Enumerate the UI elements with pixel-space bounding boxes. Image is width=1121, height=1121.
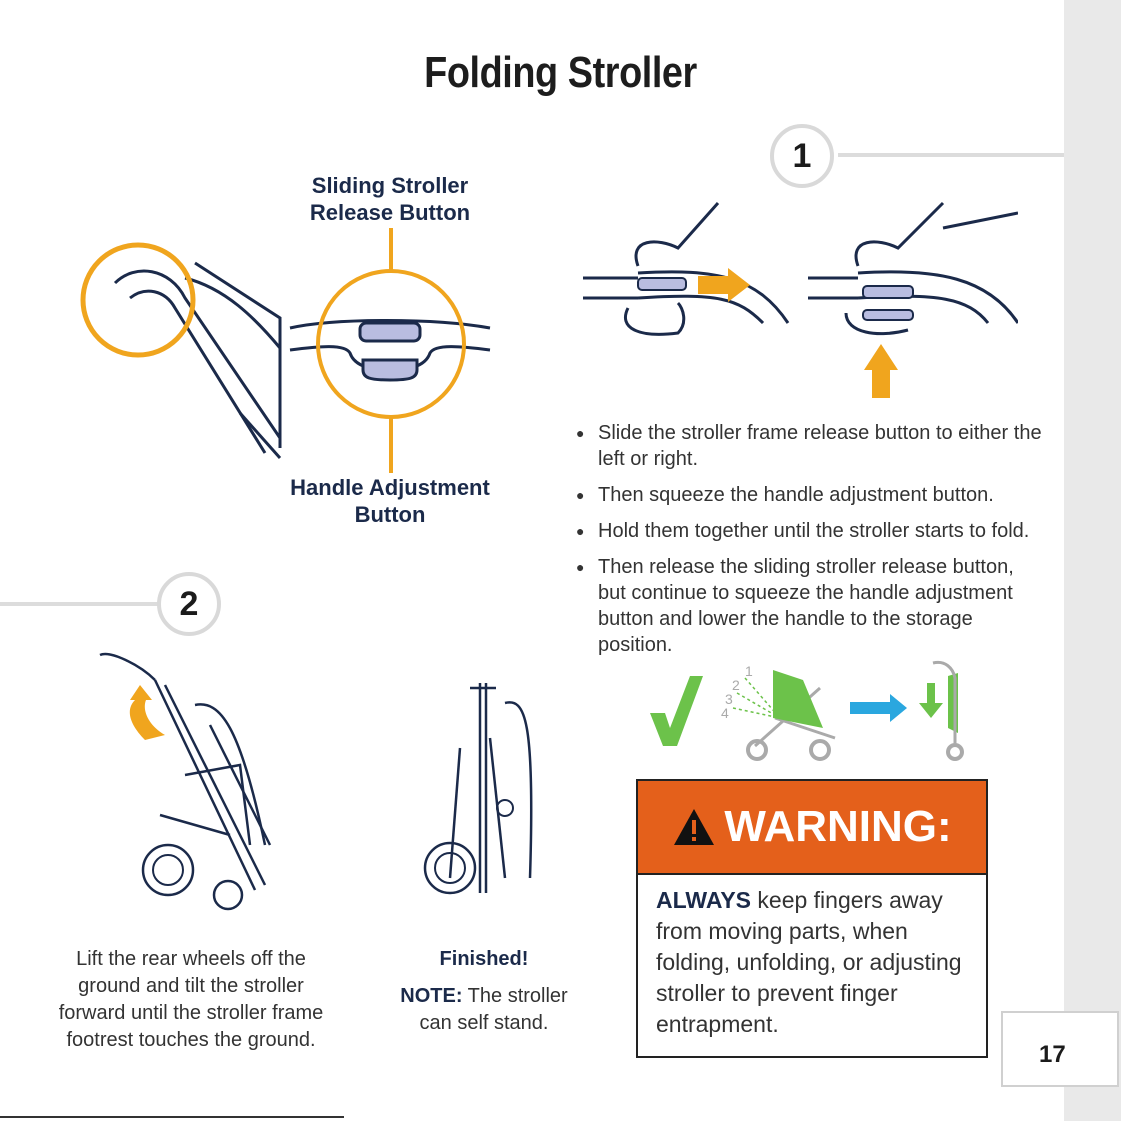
page-sidebar bbox=[1064, 0, 1121, 1121]
warning-body: ALWAYS keep fingers away from moving par… bbox=[638, 875, 986, 1050]
instruction-list: Slide the stroller frame release button … bbox=[576, 420, 1046, 668]
release-button-label: Sliding Stroller Release Button bbox=[290, 172, 490, 226]
down-arrow-icon bbox=[919, 683, 943, 718]
finished-label: Finished! bbox=[395, 946, 573, 973]
check-icon bbox=[650, 676, 703, 746]
fold-positions-illustration: 1 2 3 4 bbox=[645, 658, 975, 768]
step-1-badge: 1 bbox=[770, 124, 834, 188]
warning-always: ALWAYS bbox=[656, 887, 751, 913]
step-2-badge: 2 bbox=[157, 572, 221, 636]
page-title: Folding Stroller bbox=[78, 48, 1042, 98]
instruction-item-1: Slide the stroller frame release button … bbox=[576, 420, 1046, 472]
position-mark-2: 2 bbox=[732, 677, 740, 693]
handle-closeup-illustration bbox=[75, 228, 505, 528]
hands-squeeze-illustration bbox=[578, 198, 1018, 408]
right-arrow-icon bbox=[850, 694, 907, 722]
folded-stroller-illustration bbox=[410, 678, 550, 918]
note-label: NOTE: bbox=[400, 985, 462, 1007]
warning-box: WARNING: ALWAYS keep fingers away from m… bbox=[636, 779, 988, 1058]
warning-header: WARNING: bbox=[638, 781, 986, 875]
instruction-item-2: Then squeeze the handle adjustment butto… bbox=[576, 482, 1046, 508]
finished-caption: Finished! NOTE: The stroller can self st… bbox=[395, 946, 573, 1037]
warning-triangle-icon bbox=[672, 807, 716, 847]
instruction-item-4: Then release the sliding stroller releas… bbox=[576, 554, 1046, 658]
lift-caption: Lift the rear wheels off the ground and … bbox=[55, 946, 327, 1054]
warning-title: WARNING: bbox=[724, 802, 951, 852]
release-label-line1: Sliding Stroller bbox=[290, 172, 490, 199]
note-text: NOTE: The stroller can self stand. bbox=[395, 983, 573, 1037]
position-mark-1: 1 bbox=[745, 663, 753, 679]
bottom-rule bbox=[0, 1116, 344, 1118]
page-number: 17 bbox=[1001, 1011, 1119, 1087]
tilt-stroller-illustration bbox=[90, 645, 330, 915]
position-mark-4: 4 bbox=[721, 705, 729, 721]
release-label-line2: Release Button bbox=[290, 199, 490, 226]
step-2-line bbox=[0, 602, 160, 606]
step-1-line bbox=[838, 153, 1064, 157]
instruction-item-3: Hold them together until the stroller st… bbox=[576, 518, 1046, 544]
